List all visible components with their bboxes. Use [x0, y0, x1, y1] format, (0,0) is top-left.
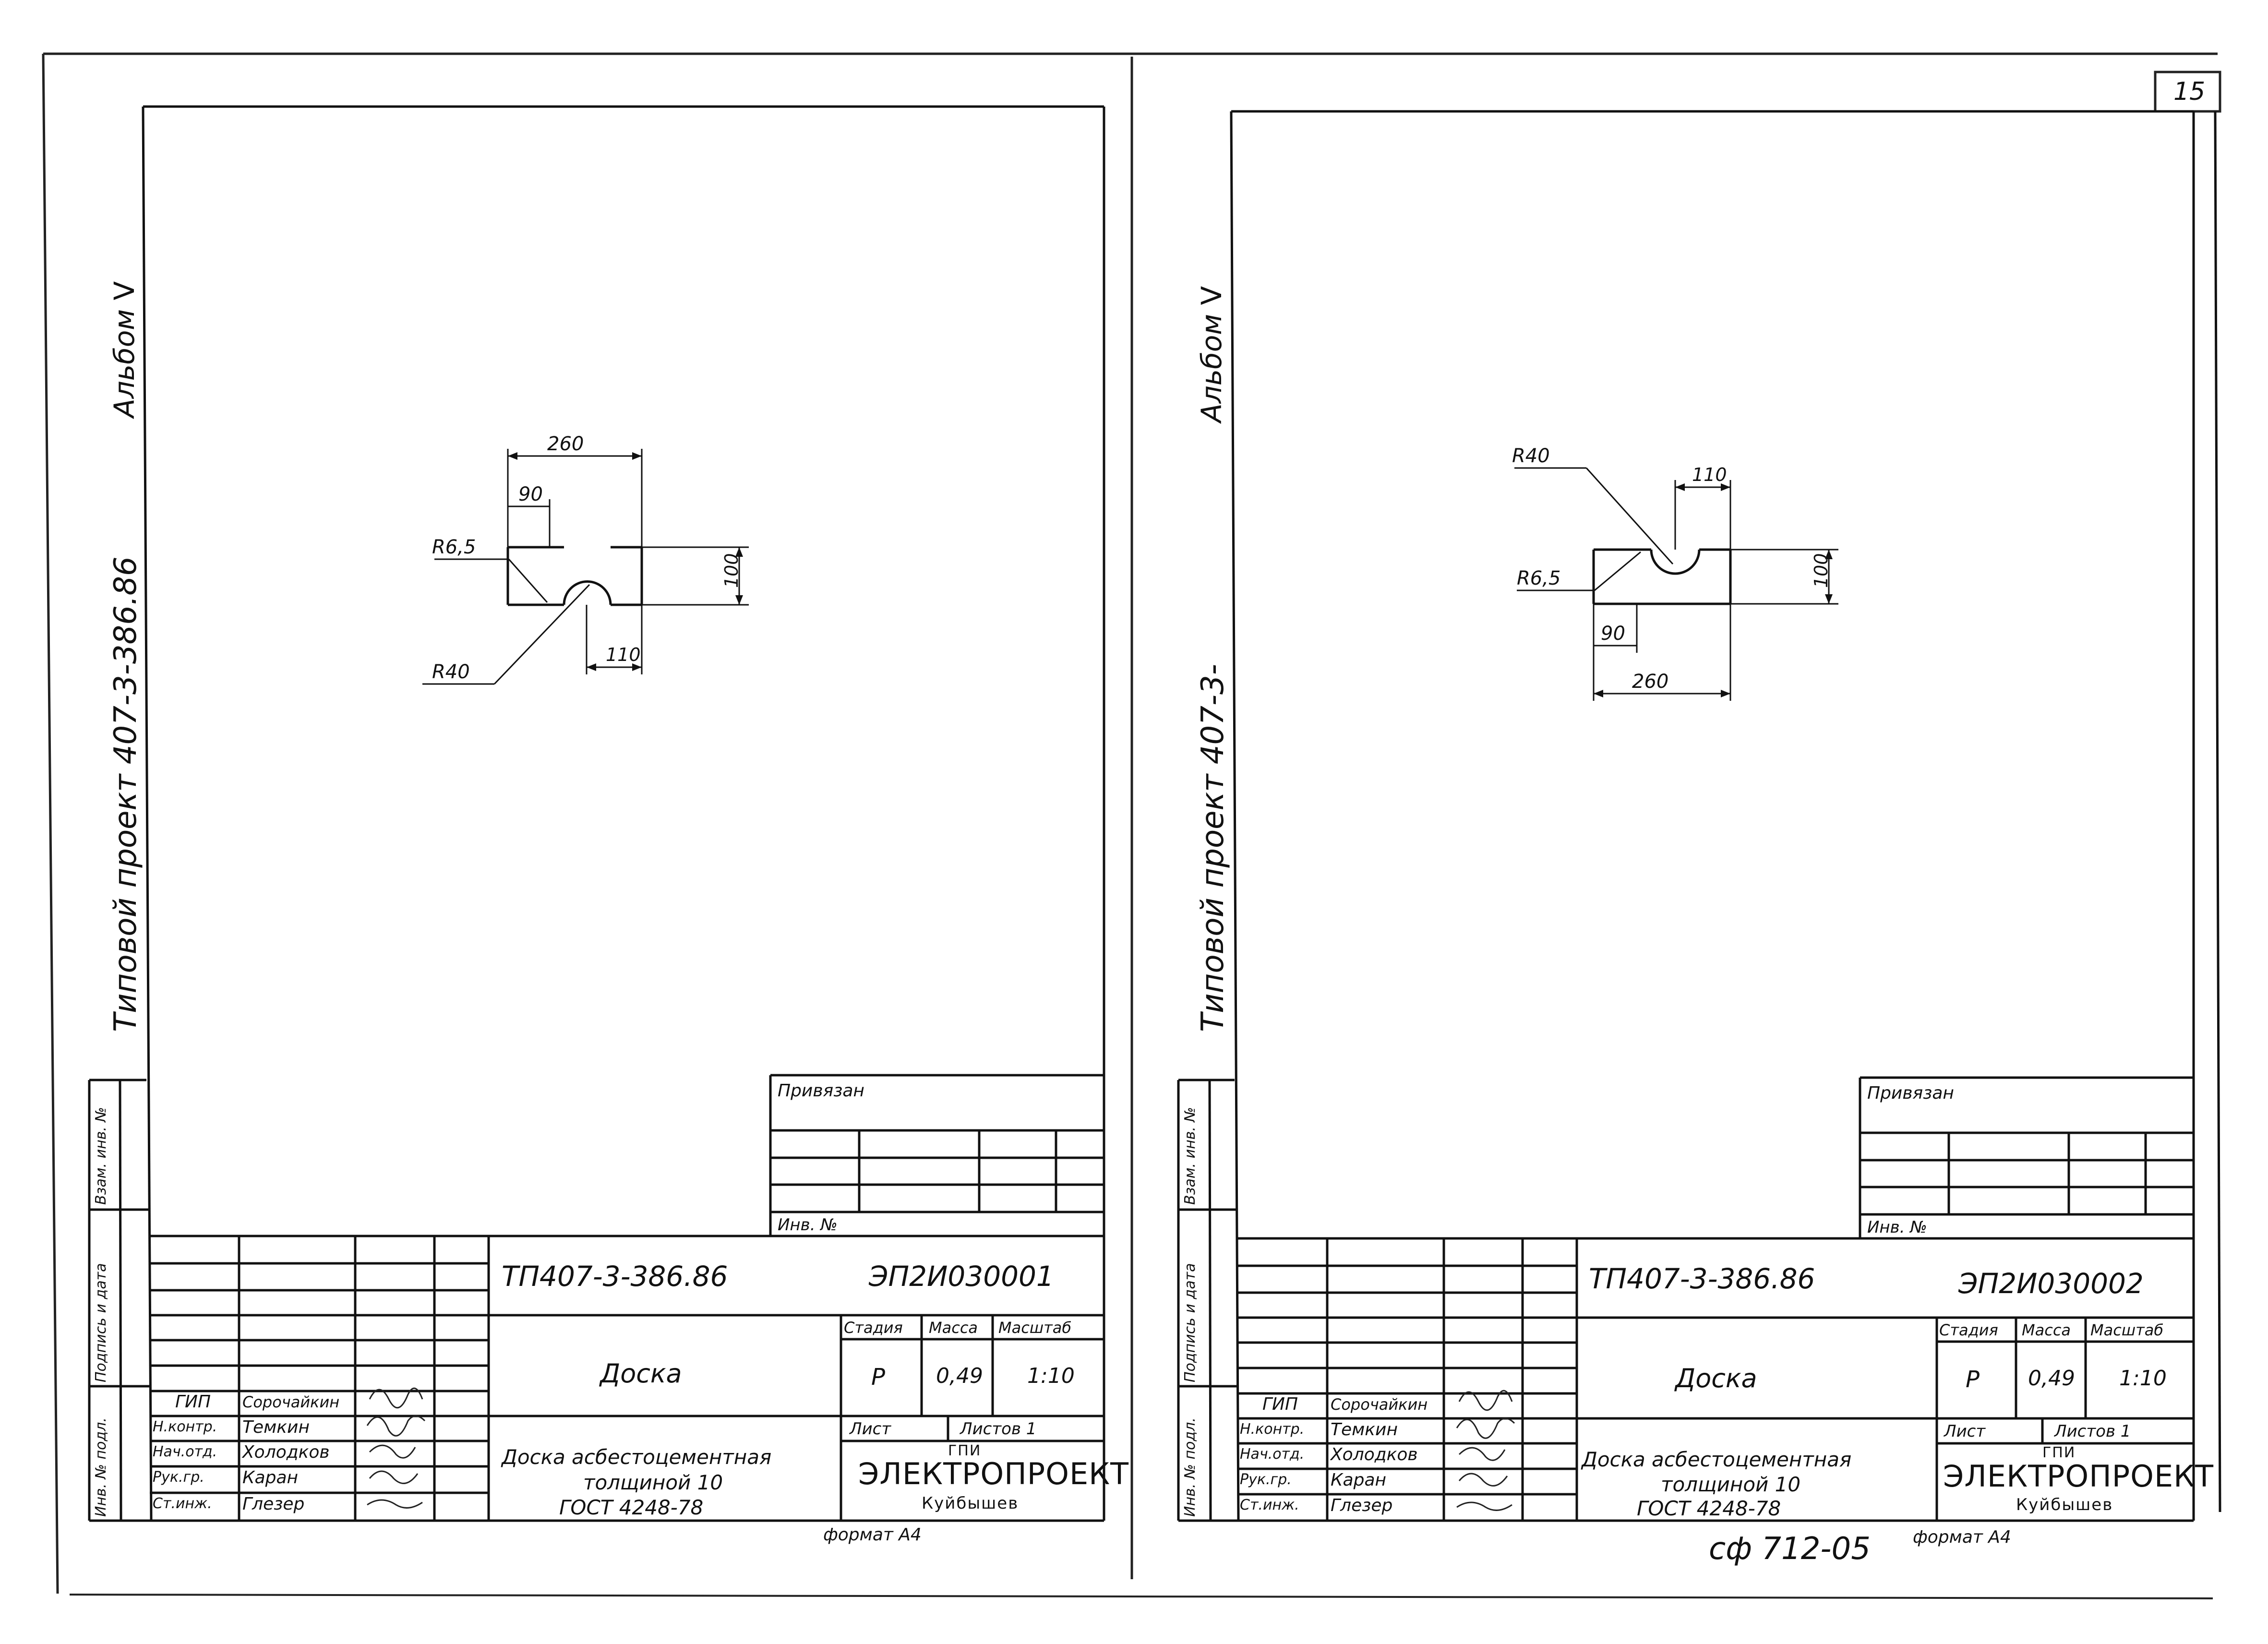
- staff-name-gip: Сорочайкин: [242, 1393, 340, 1411]
- sheet-label: Лист: [850, 1419, 891, 1439]
- staff-name-gip-2: Сорочайкин: [1331, 1395, 1428, 1414]
- dim-offset: 90: [518, 483, 543, 505]
- org-line-2-2: ЭЛЕКТРОПРОЕКТ: [1943, 1459, 2214, 1494]
- description-line-1-2: Доска асбестоцементная: [1582, 1448, 1852, 1471]
- staff-role-nkontr: Н.контр.: [153, 1418, 217, 1435]
- staff-name-rukgr-2: Каран: [1331, 1470, 1387, 1490]
- org-line-3-2: Куйбышев: [2016, 1495, 2113, 1514]
- page-number: 15: [2173, 77, 2206, 106]
- dim-r-small: R6,5: [432, 536, 476, 558]
- staff-name-nachotd: Холодков: [242, 1442, 330, 1462]
- side-label-sign-2: Подпись и дата: [1182, 1263, 1199, 1383]
- stage-value: Р: [871, 1364, 885, 1391]
- project-code-2: ТП407-3-386.86: [1589, 1262, 1815, 1295]
- project-vertical-label-2: Типовой проект 407-3-: [1195, 664, 1231, 1032]
- staff-role-rukgr: Рук.гр.: [153, 1469, 204, 1486]
- sheet-1-lines: [88, 105, 1105, 1522]
- format-label: формат А4: [823, 1525, 922, 1545]
- staff-role-stinzh: Ст.инж.: [153, 1495, 212, 1512]
- description-line-2-2: толщиной 10: [1661, 1473, 1801, 1496]
- staff-role-nachotd-2: Нач.отд.: [1240, 1446, 1305, 1463]
- org-line-1: ГПИ: [948, 1442, 982, 1459]
- format-label-2: формат А4: [1913, 1527, 2011, 1547]
- org-line-3: Куйбышев: [922, 1494, 1019, 1513]
- scale-value: 1:10: [1027, 1364, 1075, 1388]
- description-line-1: Доска асбестоцементная: [502, 1445, 772, 1469]
- stage-value-2: Р: [1966, 1366, 1980, 1393]
- sheet-label-2: Лист: [1944, 1422, 1986, 1441]
- dim-r-big-2: R40: [1512, 445, 1550, 467]
- side-label-vzam-2: Взам. инв. №: [1182, 1107, 1199, 1205]
- dim-width: 260: [547, 433, 584, 455]
- sheets-label-2: Листов 1: [2054, 1422, 2131, 1441]
- staff-role-nkontr-2: Н.контр.: [1240, 1421, 1305, 1438]
- signatures: [366, 1387, 426, 1509]
- drawing-title: Доска: [600, 1358, 682, 1389]
- signatures-2: [1456, 1390, 1515, 1511]
- drawing-sheet-1: Альбом V Типовой проект 407-3-386.86 Инв…: [0, 0, 1132, 1644]
- staff-name-nachotd-2: Холодков: [1331, 1445, 1418, 1464]
- staff-role-stinzh-2: Ст.инж.: [1240, 1497, 1299, 1513]
- project-code: ТП407-3-386.86: [502, 1260, 728, 1293]
- bottom-note: сф 712-05: [1709, 1531, 1871, 1567]
- description-line-3-2: ГОСТ 4248-78: [1637, 1497, 1781, 1520]
- staff-role-rukgr-2: Рук.гр.: [1240, 1471, 1292, 1488]
- dim-offset-2: 90: [1601, 623, 1625, 645]
- staff-role-gip: ГИП: [175, 1392, 211, 1412]
- dim-r-big: R40: [432, 661, 470, 683]
- side-label-inv-2: Инв. № подл.: [1182, 1417, 1199, 1517]
- scale-header: Масштаб: [998, 1319, 1072, 1337]
- doc-code: ЭП2И030001: [869, 1260, 1054, 1293]
- dim-width-2: 260: [1632, 671, 1669, 693]
- privyazan-label: Привязан: [778, 1081, 864, 1101]
- staff-role-gip-2: ГИП: [1262, 1394, 1298, 1414]
- description-line-2: толщиной 10: [583, 1471, 723, 1494]
- staff-name-stinzh: Глезер: [242, 1494, 305, 1514]
- staff-role-nachotd: Нач.отд.: [153, 1443, 217, 1460]
- org-line-2: ЭЛЕКТРОПРОЕКТ: [858, 1456, 1129, 1491]
- dim-arc-pos: 110: [606, 644, 641, 665]
- description-line-3: ГОСТ 4248-78: [559, 1496, 704, 1519]
- album-label-2: Альбом V: [1195, 285, 1228, 422]
- dim-height-2: 100: [1811, 553, 1832, 588]
- mass-header: Масса: [929, 1319, 978, 1337]
- staff-name-rukgr: Каран: [242, 1468, 299, 1488]
- dim-arc-pos-2: 110: [1692, 464, 1727, 485]
- doc-code-2: ЭП2И030002: [1958, 1267, 2144, 1300]
- stage-header: Стадия: [844, 1319, 903, 1337]
- privyazan-label-2: Привязан: [1867, 1083, 1954, 1103]
- dim-r-small-2: R6,5: [1517, 567, 1561, 589]
- mass-value-2: 0,49: [2028, 1366, 2075, 1391]
- staff-name-stinzh-2: Глезер: [1331, 1496, 1393, 1515]
- staff-name-nkontr: Темкин: [242, 1417, 310, 1437]
- mass-header-2: Масса: [2022, 1321, 2071, 1339]
- stage-header-2: Стадия: [1939, 1321, 1998, 1339]
- scale-value-2: 1:10: [2119, 1366, 2167, 1391]
- sheets-label: Листов 1: [960, 1419, 1037, 1439]
- scale-header-2: Масштаб: [2090, 1321, 2164, 1339]
- org-line-1-2: ГПИ: [2042, 1444, 2076, 1461]
- mass-value: 0,49: [936, 1364, 983, 1388]
- inv-no-label-2: Инв. №: [1867, 1218, 1927, 1237]
- inv-no-label: Инв. №: [778, 1215, 838, 1235]
- staff-name-nkontr-2: Темкин: [1331, 1420, 1398, 1440]
- drawing-title-2: Доска: [1675, 1363, 1757, 1393]
